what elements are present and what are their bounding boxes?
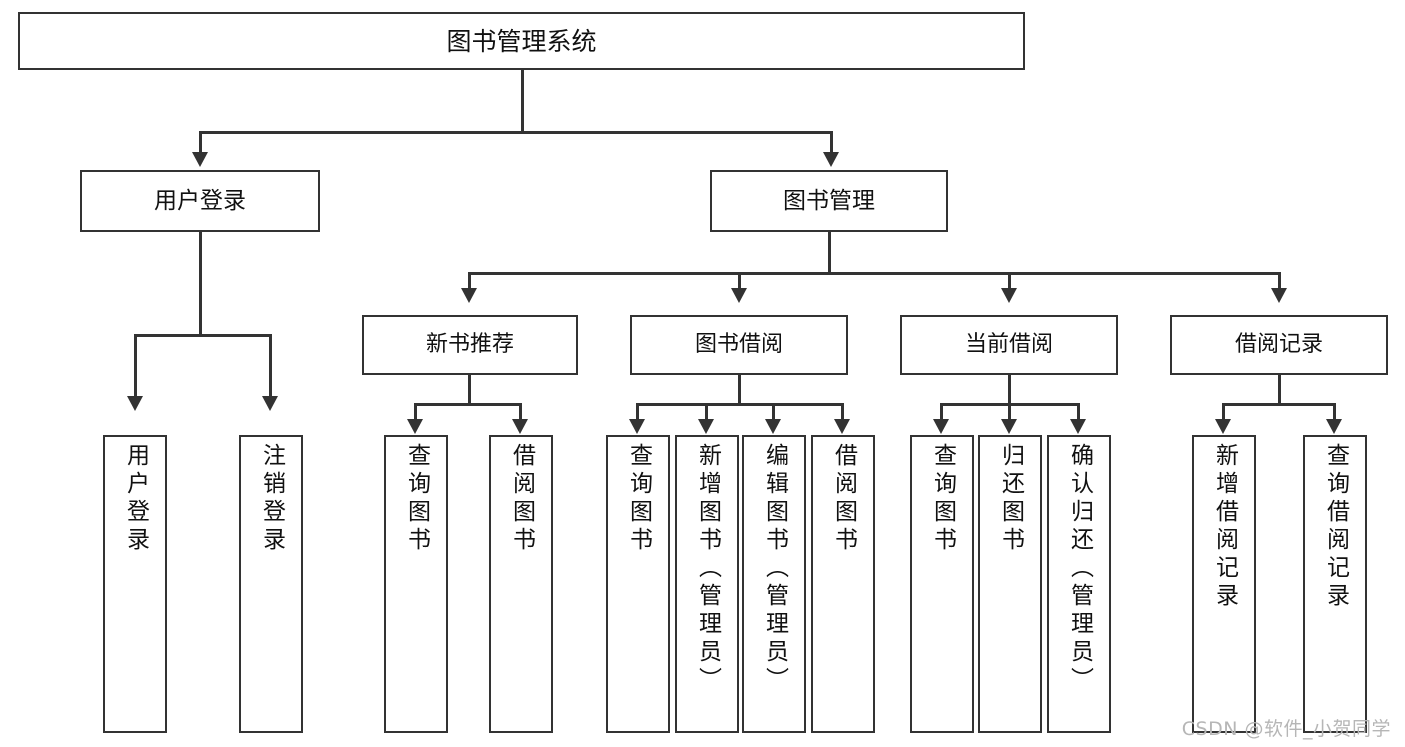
node-label: 图书管理系统 xyxy=(446,26,597,56)
connector-book-manage-to-current xyxy=(1008,272,1011,290)
connector-current-to-leaf-3 xyxy=(1077,403,1080,421)
connector-root-stem xyxy=(521,70,524,133)
arrowhead-to-logout-leaf xyxy=(262,396,278,411)
node-new-book-recommend[interactable]: 新书推荐 xyxy=(362,315,578,375)
node-add-book-admin[interactable]: 新增图书（管理员） xyxy=(675,435,739,733)
node-user-login[interactable]: 用户登录 xyxy=(80,170,320,232)
node-book-management-system[interactable]: 图书管理系统 xyxy=(18,12,1025,70)
watermark-text: CSDN @软件_小贺同学 xyxy=(1181,718,1391,740)
arrowhead-to-current-borrow xyxy=(1001,288,1017,303)
node-query-book-2[interactable]: 查询图书 xyxy=(606,435,670,733)
connector-record-to-leaf-1 xyxy=(1222,403,1225,421)
connector-record-to-leaf-2 xyxy=(1333,403,1336,421)
node-label: 查询图书 xyxy=(625,443,652,555)
arrowhead-to-add-book-admin xyxy=(698,419,714,434)
connector-borrow-to-leaf-1 xyxy=(636,403,639,421)
connector-book-manage-stem xyxy=(828,232,831,274)
node-label: 当前借阅 xyxy=(964,332,1053,357)
connector-book-manage-to-borrow xyxy=(738,272,741,290)
connector-root-to-user-login xyxy=(199,131,202,155)
node-edit-book-admin[interactable]: 编辑图书（管理员） xyxy=(742,435,806,733)
node-label: 查询借阅记录 xyxy=(1322,443,1349,611)
node-borrow-book-1[interactable]: 借阅图书 xyxy=(489,435,553,733)
connector-record-stem xyxy=(1278,375,1281,405)
connector-new-rec-bus xyxy=(414,403,522,406)
node-query-book-3[interactable]: 查询图书 xyxy=(910,435,974,733)
node-query-book-1[interactable]: 查询图书 xyxy=(384,435,448,733)
connector-book-manage-to-record xyxy=(1278,272,1281,290)
connector-user-login-bus xyxy=(134,334,271,337)
connector-user-login-to-leaf-1 xyxy=(134,334,137,398)
arrowhead-to-query-book-3 xyxy=(933,419,949,434)
node-logout-leaf[interactable]: 注销登录 xyxy=(239,435,303,733)
node-label: 编辑图书（管理员） xyxy=(761,443,788,695)
node-query-borrow-record[interactable]: 查询借阅记录 xyxy=(1303,435,1367,733)
node-label: 新书推荐 xyxy=(425,332,514,357)
node-label: 归还图书 xyxy=(997,443,1024,555)
connector-current-to-leaf-2 xyxy=(1008,403,1011,421)
node-label: 借阅图书 xyxy=(830,443,857,555)
connector-borrow-to-leaf-4 xyxy=(841,403,844,421)
connector-new-rec-to-leaf-2 xyxy=(519,403,522,421)
arrowhead-to-query-book-2 xyxy=(629,419,645,434)
arrowhead-to-new-book-recommend xyxy=(461,288,477,303)
arrowhead-to-query-book-1 xyxy=(407,419,423,434)
arrowhead-to-edit-book-admin xyxy=(765,419,781,434)
connector-root-bus xyxy=(199,131,833,134)
arrowhead-to-add-borrow-record xyxy=(1215,419,1231,434)
node-borrow-record[interactable]: 借阅记录 xyxy=(1170,315,1388,375)
connector-new-rec-stem xyxy=(468,375,471,405)
node-label: 图书借阅 xyxy=(694,332,783,357)
node-label: 新增借阅记录 xyxy=(1211,443,1238,611)
node-label: 注销登录 xyxy=(258,443,285,555)
node-label: 用户登录 xyxy=(154,187,246,214)
connector-root-to-book-manage xyxy=(830,131,833,155)
arrowhead-to-book-borrow xyxy=(731,288,747,303)
node-borrow-book-2[interactable]: 借阅图书 xyxy=(811,435,875,733)
connector-book-manage-bus xyxy=(468,272,1281,275)
connector-borrow-stem xyxy=(738,375,741,405)
node-return-book[interactable]: 归还图书 xyxy=(978,435,1042,733)
connector-book-manage-to-new-rec xyxy=(468,272,471,290)
node-confirm-return-admin[interactable]: 确认归还（管理员） xyxy=(1047,435,1111,733)
node-label: 新增图书（管理员） xyxy=(694,443,721,695)
connector-new-rec-to-leaf-1 xyxy=(414,403,417,421)
connector-current-stem xyxy=(1008,375,1011,405)
arrowhead-to-book-manage xyxy=(823,152,839,167)
arrowhead-to-confirm-return-admin xyxy=(1070,419,1086,434)
node-label: 用户登录 xyxy=(122,443,149,555)
node-book-management[interactable]: 图书管理 xyxy=(710,170,948,232)
arrowhead-to-borrow-book-2 xyxy=(834,419,850,434)
arrowhead-to-query-borrow-record xyxy=(1326,419,1342,434)
connector-current-to-leaf-1 xyxy=(940,403,943,421)
node-label: 借阅图书 xyxy=(508,443,535,555)
connector-user-login-to-leaf-2 xyxy=(269,334,272,398)
node-label: 确认归还（管理员） xyxy=(1066,443,1093,695)
connector-borrow-bus xyxy=(636,403,844,406)
node-current-borrow[interactable]: 当前借阅 xyxy=(900,315,1118,375)
connector-borrow-to-leaf-2 xyxy=(705,403,708,421)
arrowhead-to-return-book xyxy=(1001,419,1017,434)
connector-borrow-to-leaf-3 xyxy=(772,403,775,421)
arrowhead-to-user-login xyxy=(192,152,208,167)
node-label: 借阅记录 xyxy=(1234,332,1323,357)
node-book-borrow[interactable]: 图书借阅 xyxy=(630,315,848,375)
arrowhead-to-borrow-record xyxy=(1271,288,1287,303)
node-add-borrow-record[interactable]: 新增借阅记录 xyxy=(1192,435,1256,733)
node-label: 图书管理 xyxy=(783,187,875,214)
node-label: 查询图书 xyxy=(403,443,430,555)
arrowhead-to-borrow-book-1 xyxy=(512,419,528,434)
arrowhead-to-user-login-leaf xyxy=(127,396,143,411)
connector-user-login-stem xyxy=(199,232,202,336)
node-user-login-leaf[interactable]: 用户登录 xyxy=(103,435,167,733)
node-label: 查询图书 xyxy=(929,443,956,555)
connector-record-bus xyxy=(1222,403,1336,406)
